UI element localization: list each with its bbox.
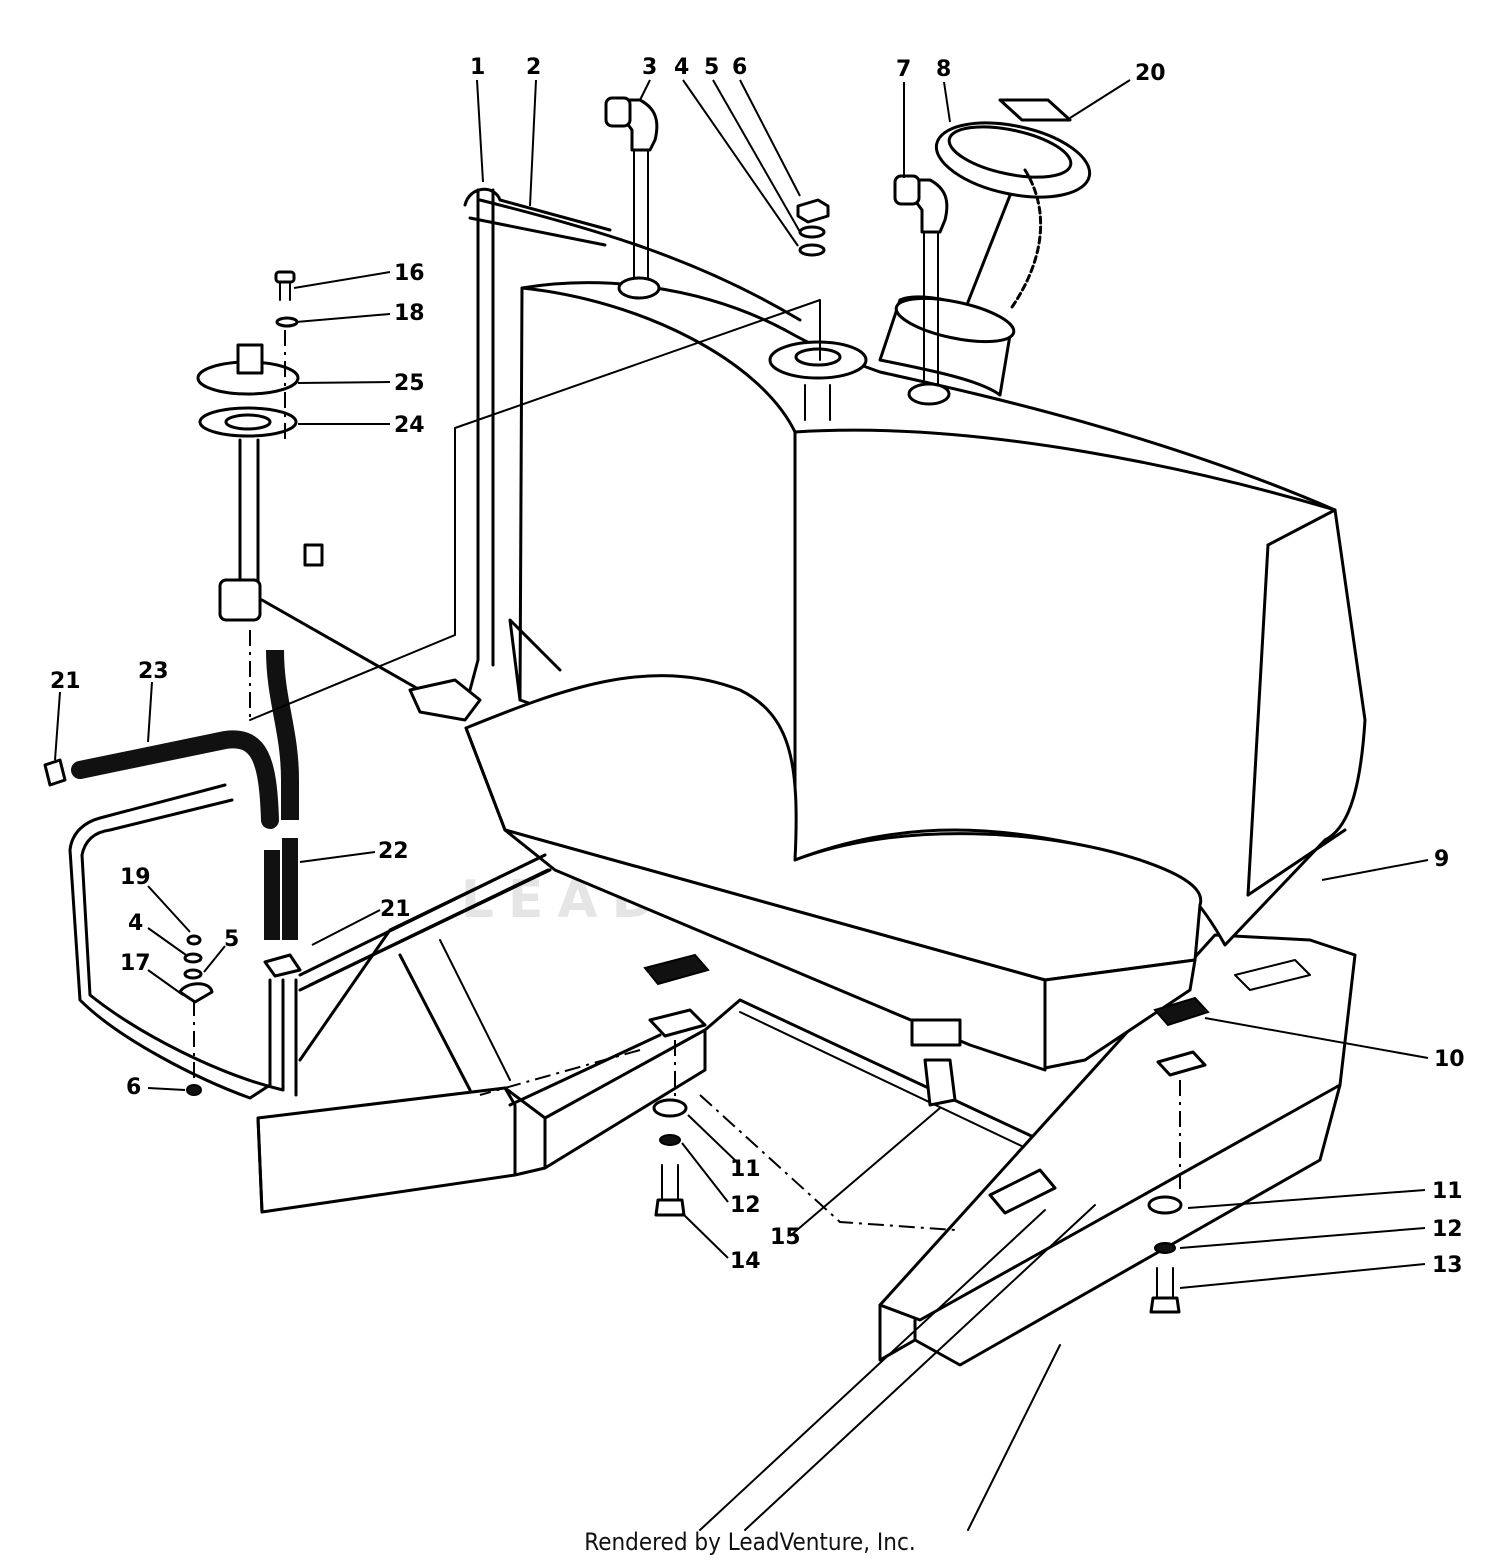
nut-washer-stack bbox=[796, 198, 830, 257]
drain-fitting-15 bbox=[910, 1018, 962, 1107]
callout-15: 15 bbox=[770, 1225, 801, 1250]
washer-11-right bbox=[1147, 1195, 1183, 1215]
hose-clamps bbox=[43, 543, 324, 978]
callout-2: 2 bbox=[526, 55, 541, 80]
elbow-fitting-3 bbox=[604, 96, 661, 300]
callout-14: 14 bbox=[730, 1249, 761, 1274]
bracket-plate bbox=[988, 1168, 1057, 1215]
callout-21-bottom: 21 bbox=[380, 897, 411, 922]
bolt-16 bbox=[274, 270, 296, 301]
callout-1: 1 bbox=[470, 55, 485, 80]
washer-11-left bbox=[652, 1098, 688, 1118]
pad-left bbox=[643, 953, 710, 1100]
callout-10: 10 bbox=[1434, 1047, 1465, 1072]
callout-23: 23 bbox=[138, 659, 169, 684]
decal bbox=[998, 98, 1072, 122]
footer-credit: Rendered by LeadVenture, Inc. bbox=[584, 1528, 916, 1556]
fuel-line-2 bbox=[478, 198, 802, 322]
fuel-line-loop bbox=[68, 783, 552, 1100]
callout-11-left: 11 bbox=[730, 1157, 761, 1182]
callout-21-top: 21 bbox=[50, 669, 81, 694]
fuel-tank bbox=[464, 281, 1367, 1072]
clamp-17 bbox=[178, 934, 214, 1096]
tank-flange-port bbox=[768, 340, 868, 421]
callout-11-right: 11 bbox=[1432, 1179, 1463, 1204]
callout-labels: 1 2 3 4 5 6 7 8 20 16 18 25 24 21 23 22 … bbox=[50, 55, 1465, 1278]
bolt-13 bbox=[1149, 1267, 1181, 1314]
fuel-cap[interactable] bbox=[930, 111, 1097, 312]
callout-20: 20 bbox=[1135, 61, 1166, 86]
lockwasher-12-left bbox=[659, 1134, 681, 1146]
callout-18: 18 bbox=[394, 301, 425, 326]
callout-6-left: 6 bbox=[126, 1075, 141, 1100]
lockwasher-12-right bbox=[1154, 1242, 1176, 1254]
callout-4-left: 4 bbox=[128, 911, 143, 936]
callout-22: 22 bbox=[378, 839, 409, 864]
callout-5-left: 5 bbox=[224, 927, 239, 952]
callout-17: 17 bbox=[120, 951, 151, 976]
callout-16: 16 bbox=[394, 261, 425, 286]
hose-23 bbox=[71, 730, 279, 829]
washer-18 bbox=[275, 316, 299, 328]
reference-lines bbox=[249, 299, 821, 721]
callout-3: 3 bbox=[642, 55, 657, 80]
callout-4: 4 bbox=[674, 55, 689, 80]
hose-22 bbox=[264, 649, 299, 940]
bolt-14 bbox=[654, 1164, 686, 1217]
callout-25: 25 bbox=[394, 371, 425, 396]
callout-6: 6 bbox=[732, 55, 747, 80]
chassis-frame bbox=[256, 853, 1357, 1531]
elbow-fitting-7 bbox=[893, 174, 951, 406]
callout-12-right: 12 bbox=[1432, 1217, 1463, 1242]
fuel-line-1 bbox=[463, 187, 612, 692]
callout-19: 19 bbox=[120, 865, 151, 890]
callout-8: 8 bbox=[936, 57, 951, 82]
sending-unit bbox=[196, 343, 482, 722]
callout-7: 7 bbox=[896, 57, 911, 82]
callout-5: 5 bbox=[704, 55, 719, 80]
leader-lines bbox=[54, 79, 1429, 1289]
callout-24: 24 bbox=[394, 413, 425, 438]
pad-right bbox=[1153, 996, 1210, 1190]
callout-12-left: 12 bbox=[730, 1193, 761, 1218]
callout-9: 9 bbox=[1434, 847, 1449, 872]
callout-13: 13 bbox=[1432, 1253, 1463, 1278]
